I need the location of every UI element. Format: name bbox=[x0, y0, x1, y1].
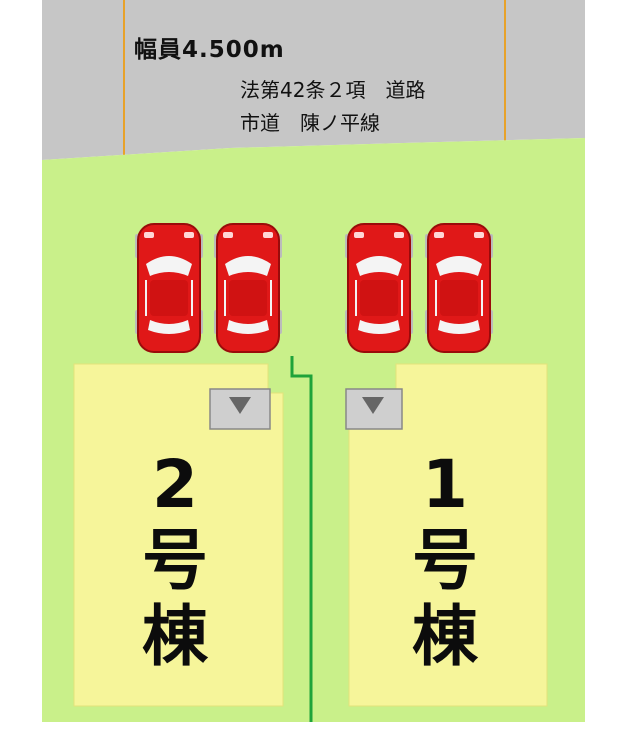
entrance-marker-1 bbox=[345, 388, 403, 430]
building-2-suffix-to: 棟 bbox=[142, 598, 208, 675]
building-1-suffix-go: 号 bbox=[412, 522, 478, 599]
building-1-label: 1 号 棟 bbox=[400, 452, 490, 680]
building-1-number: 1 bbox=[422, 446, 468, 523]
building-2-suffix-go: 号 bbox=[142, 522, 208, 599]
car-icon bbox=[344, 223, 414, 353]
car-icon bbox=[424, 223, 494, 353]
building-2-number: 2 bbox=[152, 446, 198, 523]
entrance-triangle-icon bbox=[362, 397, 384, 414]
road-width-label: 幅員4.500m bbox=[134, 37, 285, 63]
entrance-triangle-icon bbox=[229, 397, 251, 414]
building-1-suffix-to: 棟 bbox=[412, 598, 478, 675]
car-icon bbox=[213, 223, 283, 353]
building-2-footprint bbox=[73, 363, 284, 707]
road-law-label: 法第42条２項 道路 bbox=[240, 78, 426, 102]
car-icon bbox=[134, 223, 204, 353]
lot-boundary-line bbox=[290, 356, 313, 722]
road-area bbox=[42, 0, 585, 160]
road-name-label: 市道 陳ノ平線 bbox=[240, 111, 380, 135]
entrance-marker-2 bbox=[209, 388, 271, 430]
building-2-label: 2 号 棟 bbox=[130, 452, 220, 680]
